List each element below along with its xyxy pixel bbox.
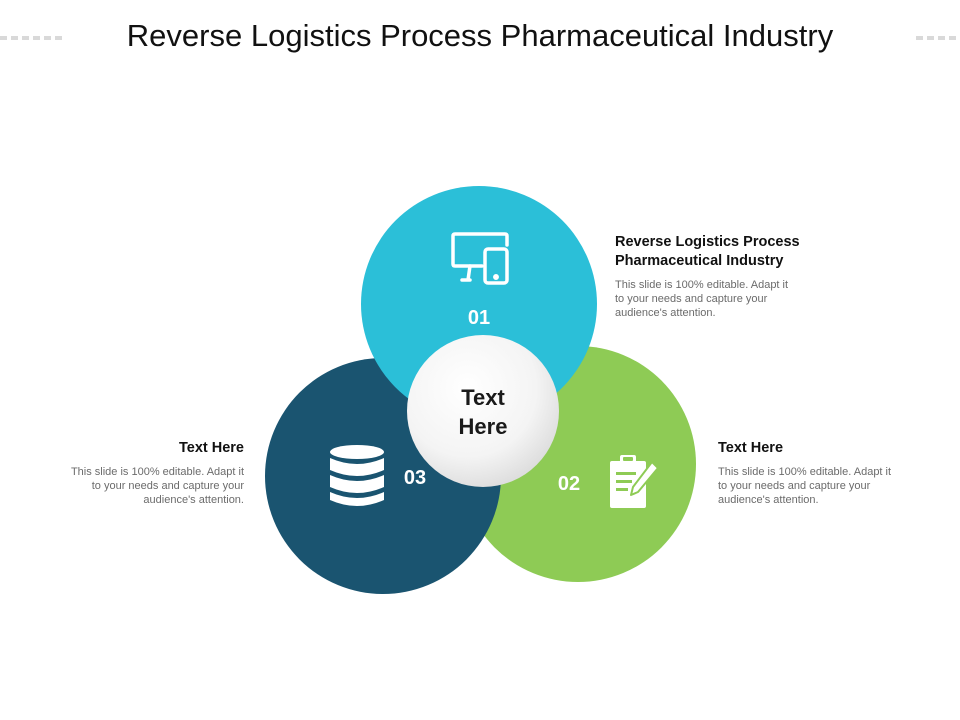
decorative-dashes-right: [916, 36, 960, 40]
devices-icon: [451, 232, 509, 285]
item-01-desc-line1: This slide is 100% editable. Adapt it: [615, 279, 789, 291]
item-01-heading-line2: Pharmaceutical Industry: [615, 253, 784, 269]
item-02-label: Text Here This slide is 100% editable. A…: [718, 439, 918, 507]
center-circle: [407, 335, 559, 487]
clipboard-edit-icon: [610, 455, 659, 508]
item-02-heading: Text Here: [718, 440, 784, 456]
center-text-line1: Text: [461, 385, 505, 410]
item-02-desc-line1: This slide is 100% editable. Adapt it: [718, 466, 892, 478]
item-03-label: Text Here This slide is 100% editable. A…: [40, 439, 244, 507]
slide-title: Reverse Logistics Process Pharmaceutical…: [126, 18, 834, 53]
circle-02-number: 02: [558, 473, 580, 495]
item-03-description: This slide is 100% editable. Adapt it to…: [40, 465, 244, 507]
item-01-label: Reverse Logistics Process Pharmaceutical…: [615, 233, 845, 320]
item-01-desc-line2: to your needs and capture your: [615, 293, 768, 305]
item-01-desc-line3: audience's attention.: [615, 307, 716, 319]
item-02-desc-line2: to your needs and capture your: [718, 480, 871, 492]
item-03-desc-line2: to your needs and capture your: [91, 480, 244, 492]
item-01-description: This slide is 100% editable. Adapt it to…: [615, 278, 845, 320]
item-01-heading: Reverse Logistics Process Pharmaceutical…: [615, 233, 845, 271]
item-03-heading: Text Here: [178, 440, 244, 456]
item-03-desc-line1: This slide is 100% editable. Adapt it: [70, 466, 244, 478]
circle-01-number: 01: [468, 307, 490, 329]
item-01-heading-line1: Reverse Logistics Process: [615, 234, 800, 250]
item-02-description: This slide is 100% editable. Adapt it to…: [718, 465, 918, 507]
database-icon: [330, 445, 384, 506]
item-02-desc-line3: audience's attention.: [718, 494, 819, 506]
decorative-dashes-left: [0, 36, 62, 40]
circle-03-number: 03: [404, 467, 426, 489]
item-03-desc-line3: audience's attention.: [143, 494, 244, 506]
center-text-line2: Here: [459, 414, 508, 439]
